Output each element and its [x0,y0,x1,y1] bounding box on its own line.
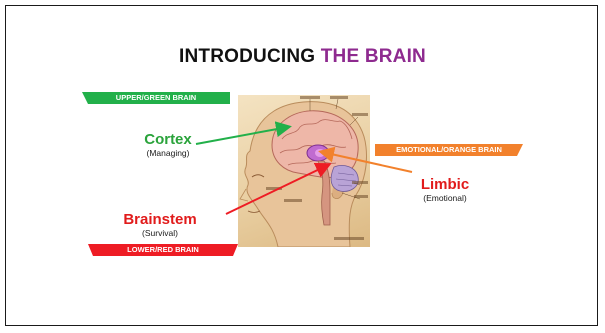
brain-anatomy-image [238,95,370,247]
limbic-name: Limbic [405,176,485,193]
brainstem-label: Brainstem (Survival) [110,211,210,239]
slide-title: INTRODUCING THE BRAIN [6,46,599,68]
limbic-label: Limbic (Emotional) [405,176,485,204]
cortex-role: (Managing) [128,148,208,159]
cortex-name: Cortex [128,131,208,148]
cortex-label: Cortex (Managing) [128,131,208,159]
brainstem-name: Brainstem [110,211,210,228]
limbic-role: (Emotional) [405,193,485,204]
title-accent: THE BRAIN [321,46,426,67]
title-prefix: INTRODUCING [179,46,321,67]
emotional-brain-banner: EMOTIONAL/ORANGE BRAIN [375,144,523,156]
brainstem-role: (Survival) [110,228,210,239]
upper-brain-banner: UPPER/GREEN BRAIN [82,92,230,104]
lower-brain-banner: LOWER/RED BRAIN [88,244,238,256]
